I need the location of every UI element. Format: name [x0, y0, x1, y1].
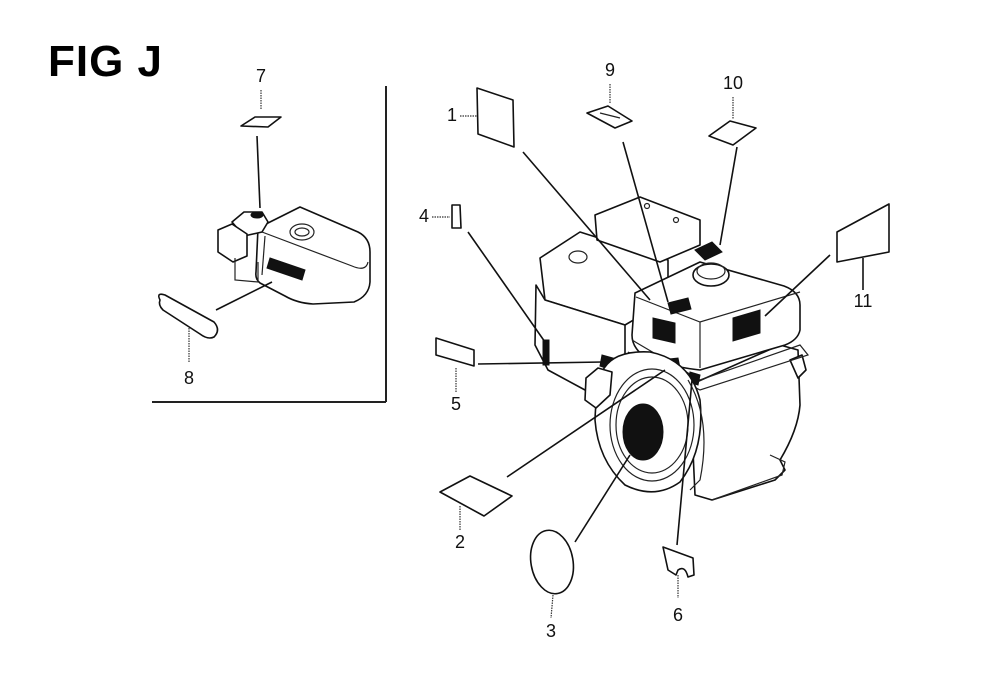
muffler-assembly [217, 206, 371, 305]
leader-line [522, 151, 651, 301]
bolt [672, 216, 680, 224]
muffler-pipe [234, 258, 259, 283]
decal-7-shape [240, 116, 282, 128]
decal-2-shape [439, 475, 513, 517]
callout-number: 3 [546, 621, 556, 641]
callout-number: 6 [673, 605, 683, 625]
inset-frame [152, 86, 387, 403]
decal-6-shape [662, 546, 695, 578]
leader-line [574, 454, 631, 543]
callout-number: 4 [419, 206, 429, 226]
decal-10-shape [708, 120, 757, 146]
engine-base-edge [711, 454, 786, 501]
decal-spot-9 [667, 297, 692, 315]
leader-line [719, 146, 738, 246]
starter-side-edge [687, 379, 705, 491]
decal-5-shape [435, 337, 475, 367]
decal-1-shape [476, 87, 515, 148]
callout-number: 2 [455, 532, 465, 552]
decal-spot-10 [694, 241, 723, 261]
decal-4-shape [451, 204, 462, 229]
callout-number: 11 [854, 291, 873, 311]
callout-number: 7 [256, 66, 266, 86]
callout-11: 11 [764, 203, 890, 317]
callout-2: 2 [439, 369, 666, 552]
leader-line [215, 281, 273, 311]
callout-7: 7 [240, 66, 282, 209]
recoil-starter-ring [609, 368, 695, 482]
callout-4: 4 [419, 204, 546, 343]
decal-spot-4 [542, 339, 550, 366]
muffler-decal-spot [266, 257, 306, 281]
decal-spot-11 [732, 309, 761, 342]
callout-5: 5 [435, 337, 604, 414]
decal-3-shape [529, 529, 575, 595]
muffler-flange [217, 223, 248, 263]
engine-assembly [534, 196, 810, 501]
figure-title: FIG J [48, 37, 164, 86]
muffler-body [255, 206, 371, 305]
decal-9-text [599, 112, 621, 119]
callout-1: 1 [447, 87, 651, 301]
callout-8: 8 [158, 281, 273, 388]
callout-number: 8 [184, 368, 194, 388]
callout-number: 10 [723, 73, 743, 93]
leader-line [550, 594, 554, 619]
leader-line [467, 231, 546, 343]
fuel-cap-top [696, 262, 726, 280]
callout-3: 3 [529, 454, 631, 641]
decal-9-shape [586, 105, 633, 129]
callout-number: 1 [447, 105, 457, 125]
air-cleaner-emblem [568, 250, 588, 264]
leader-line [764, 254, 831, 317]
muffler-emblem [289, 223, 315, 241]
starter-bracket [584, 367, 613, 409]
callout-number: 5 [451, 394, 461, 414]
muffler-emblem-inner [294, 227, 310, 237]
leader-line [477, 361, 604, 365]
callout-9: 9 [586, 60, 669, 303]
starter-grip [622, 403, 664, 461]
muffler-top-edge [261, 231, 369, 269]
muffler-outlet-hole [250, 211, 264, 219]
leader-line [256, 135, 261, 209]
callout-10: 10 [708, 73, 757, 246]
decal-8-shape [158, 293, 219, 339]
leader-line [676, 379, 693, 546]
decal-11-shape [836, 203, 890, 263]
decal-spot-1 [652, 317, 676, 344]
leader-line [622, 141, 669, 303]
muffler-side-edge [261, 235, 266, 276]
callout-number: 9 [605, 60, 615, 80]
bolt [643, 202, 651, 210]
callout-6: 6 [662, 379, 695, 625]
leader-line [506, 369, 666, 478]
engine-boss [789, 354, 807, 379]
fuel-cap [692, 263, 730, 287]
